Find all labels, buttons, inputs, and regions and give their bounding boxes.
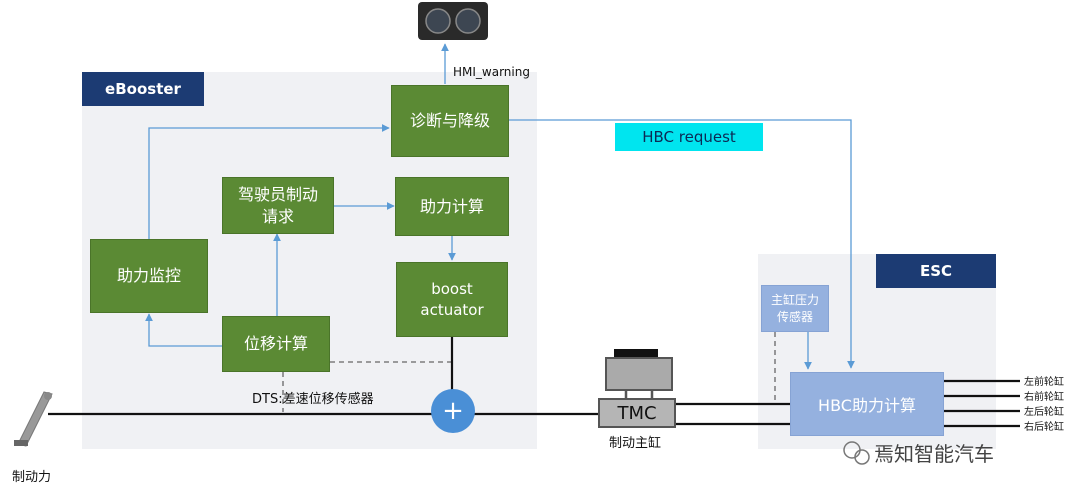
hmi-gauge-right <box>455 8 481 34</box>
driver-request-line2: 请求 <box>261 206 294 226</box>
watermark-text: 焉知智能汽车 <box>874 442 994 466</box>
wheel-cylinder-fl: 左前轮缸 <box>1024 377 1064 388</box>
wheel-cylinder-fr: 右前轮缸 <box>1024 392 1064 403</box>
pedal-pad <box>14 440 28 446</box>
boost-monitor-block: 助力监控 <box>90 239 208 313</box>
sensor-line2: 传感器 <box>776 309 813 324</box>
pressure-sensor-block: 主缸压力 传感器 <box>761 285 829 332</box>
reservoir-cap <box>614 349 658 359</box>
wheel-cylinder-rr: 右后轮缸 <box>1024 422 1064 433</box>
brake-force-label: 制动力 <box>12 470 52 485</box>
reservoir-tank <box>605 357 673 391</box>
hmi-warning-label: HMI_warning <box>453 65 530 79</box>
wheel-cylinder-rl: 左后轮缸 <box>1024 407 1064 418</box>
adder-node: + <box>431 389 475 433</box>
arrow-displacement-to-monitor <box>145 313 222 347</box>
arrow-diagnosis-to-hbc <box>508 119 855 369</box>
brake-pedal-icon <box>17 391 53 447</box>
hbc-calc-block: HBC助力计算 <box>790 372 944 436</box>
hbc-request-label: HBC request <box>615 123 763 151</box>
dts-label: DTS:差速位移传感器 <box>252 392 374 407</box>
sensor-line1: 主缸压力 <box>770 293 819 308</box>
boost-actuator-block: boost actuator <box>396 262 508 337</box>
diagnosis-block: 诊断与降级 <box>391 85 509 157</box>
tmc-block: TMC <box>598 398 676 428</box>
displacement-calc-block: 位移计算 <box>222 316 330 372</box>
hmi-gauge-left <box>425 8 451 34</box>
boost-calc-block: 助力计算 <box>395 177 509 236</box>
esc-tag: ESC <box>876 254 996 288</box>
driver-request-line1: 驾驶员制动 <box>237 184 318 204</box>
wechat-icon-inner <box>854 449 870 465</box>
pedal-pivot <box>44 392 52 400</box>
master-cylinder-label: 制动主缸 <box>609 436 662 451</box>
driver-request-block: 驾驶员制动 请求 <box>222 177 334 234</box>
arrow-monitor-to-diagnosis <box>148 124 390 239</box>
actuator-line2: actuator <box>420 300 484 319</box>
ebooster-tag: eBooster <box>82 72 204 106</box>
wechat-icon <box>843 441 861 459</box>
actuator-line1: boost <box>431 280 473 299</box>
